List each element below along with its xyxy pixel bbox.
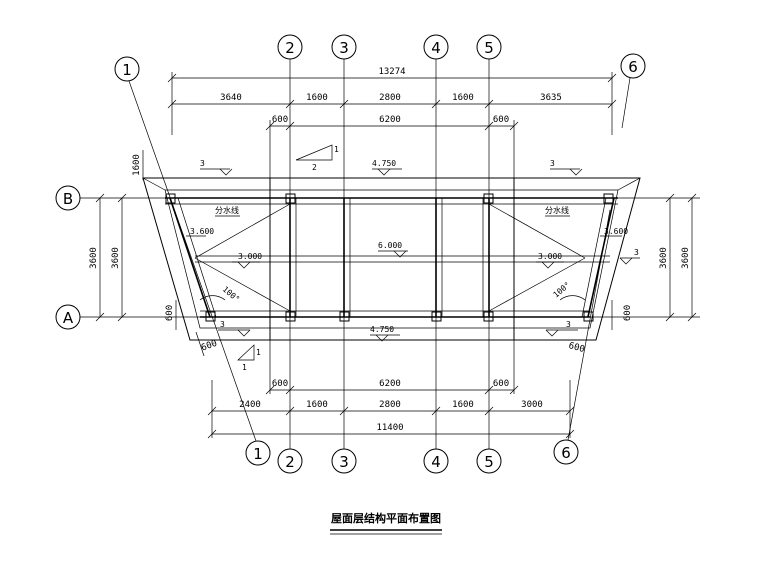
dim-top-inner-1: 600 — [272, 115, 288, 125]
angle-left: 100° — [221, 285, 242, 304]
axis-top-3: 3 — [339, 39, 349, 57]
angle-right: 100° — [552, 280, 573, 299]
level-top: 4.750 — [372, 159, 396, 168]
axis-row-B: B — [63, 190, 73, 208]
bottom-axis-bubbles: 1 2 3 4 5 6 — [245, 439, 579, 474]
level-markers: 4.750 4.750 6.000 3.000 3.000 3.600 3.60… — [186, 159, 628, 342]
dim-bottom-inner-2: 6200 — [379, 379, 401, 389]
slope-3-e: 3 — [634, 248, 639, 257]
drawing-title: 屋面层结构平面布置图 — [330, 511, 442, 535]
dim-top-total: 13274 — [378, 67, 405, 77]
level-bottom: 4.750 — [370, 325, 394, 334]
axis-bottom-1: 1 — [253, 445, 263, 463]
dim-bottom-inner-3: 600 — [493, 379, 509, 389]
dim-top-inner-2: 6200 — [379, 115, 401, 125]
dim-top-row-2: 1600 — [306, 93, 328, 103]
axis-bottom-2: 2 — [285, 453, 295, 471]
axis-bottom-6: 6 — [561, 444, 571, 462]
dim-diag-right: 600 — [567, 341, 585, 355]
dim-bottom-row-2: 1600 — [306, 400, 328, 410]
level-right-corner: 3.600 — [604, 227, 628, 236]
slope-bottom-1: 1 — [256, 348, 261, 357]
dim-top-row-1: 3640 — [220, 93, 242, 103]
slope-3-b: 3 — [550, 159, 555, 168]
dim-right-small: 600 — [623, 305, 633, 321]
level-left-corner: 3.600 — [190, 227, 214, 236]
axis-top-2: 2 — [285, 39, 295, 57]
dim-bottom-row-5: 3000 — [521, 400, 543, 410]
ridge-label-left: 分水线 — [215, 205, 239, 215]
dim-left-inner: 3600 — [111, 247, 121, 269]
slope-3-a: 3 — [200, 159, 205, 168]
top-dimension-chains: 13274 3640 1600 2800 1600 3635 600 6200 … — [167, 67, 617, 178]
dim-bottom-inner-1: 600 — [272, 379, 288, 389]
level-right: 3.000 — [538, 252, 562, 261]
axis-corner-6: 6 — [628, 58, 638, 76]
axis-top-5: 5 — [484, 39, 494, 57]
dim-left-small: 600 — [165, 305, 175, 321]
dim-top-row-3: 2800 — [379, 93, 401, 103]
slope-top-2: 2 — [312, 163, 317, 172]
slope-top-1: 1 — [334, 145, 339, 154]
dim-bottom-total: 11400 — [376, 423, 403, 433]
dim-bottom-row-1: 2400 — [239, 400, 261, 410]
dim-top-row-5: 3635 — [540, 93, 562, 103]
slope-3-d: 3 — [566, 320, 571, 329]
slope-bottom-2: 1 — [242, 363, 247, 372]
axis-bottom-5: 5 — [484, 453, 494, 471]
side-dimension-chains: 3600 3600 3600 3600 1600 600 600 600 600 — [89, 150, 697, 357]
dim-top-row-4: 1600 — [452, 93, 474, 103]
dim-left-top: 1600 — [132, 154, 142, 176]
level-center: 6.000 — [378, 241, 402, 250]
page-title: 屋面层结构平面布置图 — [331, 511, 441, 525]
dim-bottom-row-4: 1600 — [452, 400, 474, 410]
dim-left-outer: 3600 — [89, 247, 99, 269]
dim-bottom-row-3: 2800 — [379, 400, 401, 410]
dim-right-inner: 3600 — [659, 247, 669, 269]
level-left: 3.000 — [238, 252, 262, 261]
axis-top-4: 4 — [431, 39, 441, 57]
axis-bottom-4: 4 — [431, 453, 441, 471]
axis-bottom-3: 3 — [339, 453, 349, 471]
roof-labels: 分水线 分水线 100° 100° 1 2 1 1 3 3 3 3 3 — [200, 144, 640, 372]
bottom-dimension-chains: 600 6200 600 2400 1600 2800 1600 3000 11… — [207, 340, 575, 439]
slope-3-c: 3 — [220, 320, 225, 329]
axis-row-A: A — [63, 309, 74, 327]
structure-outline — [142, 177, 641, 341]
dim-top-inner-3: 600 — [493, 115, 509, 125]
axis-corner-1: 1 — [122, 61, 132, 79]
row-axis-bubbles: B A — [55, 185, 81, 330]
dim-right-outer: 3600 — [681, 247, 691, 269]
ridge-label-right: 分水线 — [545, 205, 569, 215]
